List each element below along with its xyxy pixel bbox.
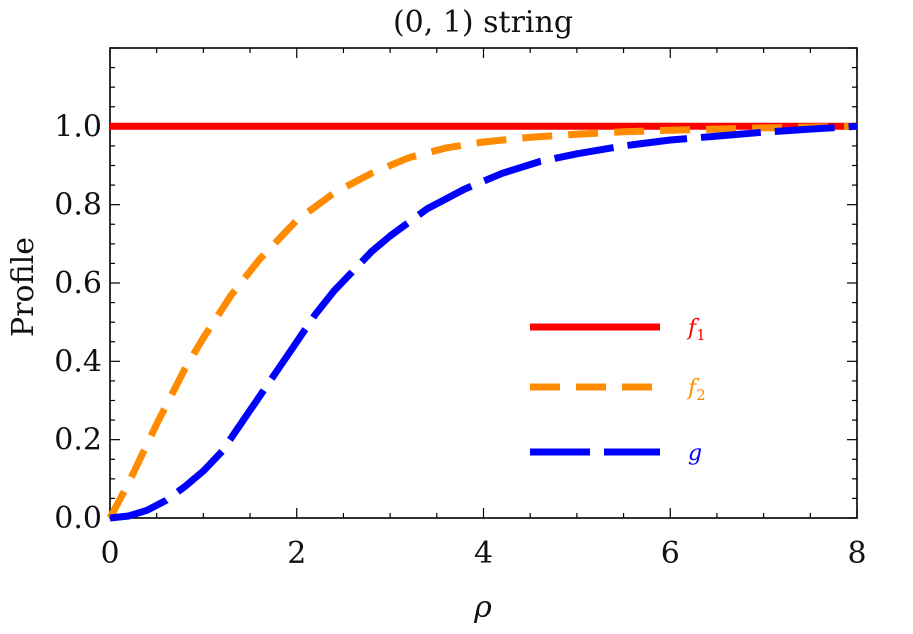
x-tick-label: 4 (474, 536, 493, 571)
y-tick-label: 0.6 (54, 266, 102, 301)
y-tick-label: 0.0 (54, 501, 102, 536)
series-line-f2 (106, 122, 858, 520)
x-axis: 0 2 4 6 8 (100, 48, 867, 571)
y-tick-label: 0.2 (54, 423, 102, 458)
x-axis-label: ρ (473, 590, 492, 625)
x-tick-label: 6 (661, 536, 680, 571)
chart-title: (0, 1) string (393, 5, 573, 40)
x-tick-label: 2 (287, 536, 306, 571)
series-line-g (109, 122, 858, 522)
plot-area (109, 47, 858, 519)
legend-label-f2: f2 (686, 376, 706, 404)
y-tick-label: 1.0 (54, 109, 102, 144)
x-tick-label: 0 (100, 536, 119, 571)
x-tick-label: 8 (847, 536, 866, 571)
y-tick-label: 0.8 (54, 188, 102, 223)
plot-frame (109, 47, 858, 519)
y-axis-label: Profile (6, 237, 41, 337)
legend-label-f1: f1 (686, 316, 706, 344)
y-axis: 0.0 0.2 0.4 0.6 0.8 1.0 (54, 47, 857, 536)
y-tick-label: 0.4 (54, 344, 102, 379)
legend-label-g: g (688, 441, 702, 466)
legend: f1 f2 g (530, 316, 706, 466)
series-lines (106, 122, 858, 522)
